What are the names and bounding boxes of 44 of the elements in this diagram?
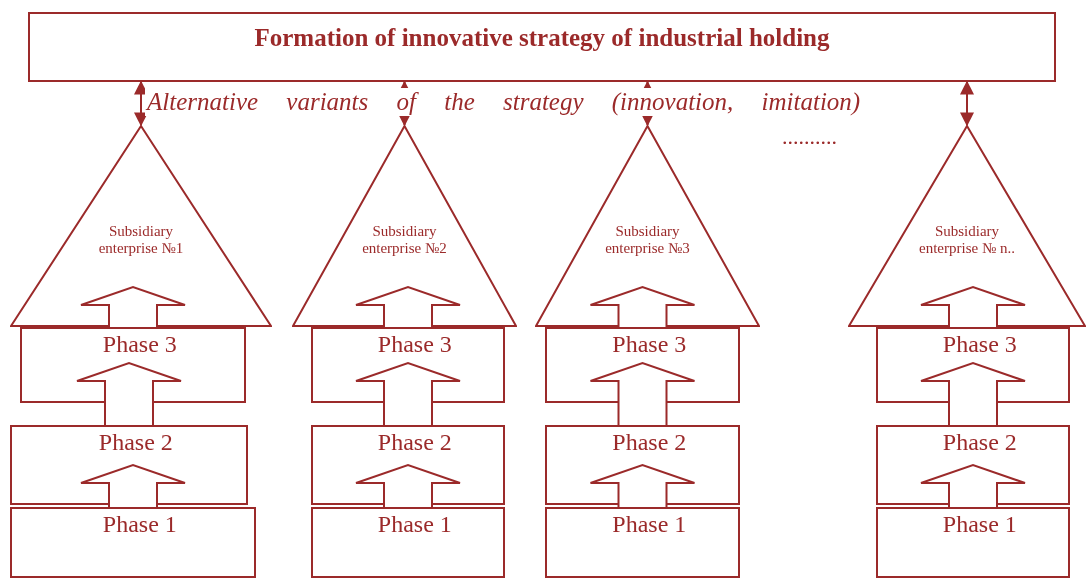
phase-label: Phase 3 [612, 331, 687, 358]
triangle-shape [535, 125, 760, 327]
phase-label: Phase 1 [942, 511, 1017, 538]
block-arrow [80, 463, 186, 508]
block-arrow [920, 463, 1026, 508]
phase-label: Phase 1 [612, 511, 687, 538]
block-arrow [589, 285, 696, 328]
phase-box [20, 327, 246, 403]
enterprise-label: Subsidiary enterprise №1 [97, 223, 185, 257]
strategy-note: Alternative variants of the strategy (innovation, imitation) [145, 88, 863, 116]
phase-label: Phase 3 [942, 331, 1017, 358]
phase-label: Phase 2 [377, 429, 452, 456]
block-arrow [355, 285, 461, 328]
arrow [960, 80, 974, 127]
arrow [134, 80, 148, 127]
phase-label: Phase 2 [612, 429, 687, 456]
block-arrow [920, 361, 1026, 426]
phase-box [311, 507, 505, 578]
triangle-shape [292, 125, 517, 327]
phase-label: Phase 1 [102, 511, 177, 538]
enterprise-label: Subsidiary enterprise №2 [361, 223, 448, 257]
block-arrow [589, 463, 696, 508]
phase-label: Phase 1 [377, 511, 452, 538]
triangle-shape [848, 125, 1086, 327]
title-box [28, 12, 1056, 82]
phase-box [10, 425, 248, 505]
block-arrow [920, 285, 1026, 328]
block-arrow [355, 361, 461, 426]
ellipsis-text: .......... [782, 124, 837, 150]
block-arrow [80, 285, 186, 328]
phase-label: Phase 3 [377, 331, 452, 358]
block-arrow [355, 463, 461, 508]
phase-box [876, 507, 1070, 578]
phase-label: Phase 3 [102, 331, 177, 358]
enterprise-label: Subsidiary enterprise №3 [604, 223, 691, 257]
enterprise-label: Subsidiary enterprise № n.. [918, 223, 1016, 257]
phase-box [10, 507, 256, 578]
phase-box [545, 507, 740, 578]
triangle-shape [10, 125, 272, 327]
phase-label: Phase 2 [942, 429, 1017, 456]
phase-label: Phase 2 [98, 429, 173, 456]
title-text: Formation of innovative strategy of industrial holding [253, 24, 831, 52]
block-arrow [589, 361, 696, 426]
block-arrow [76, 361, 182, 426]
